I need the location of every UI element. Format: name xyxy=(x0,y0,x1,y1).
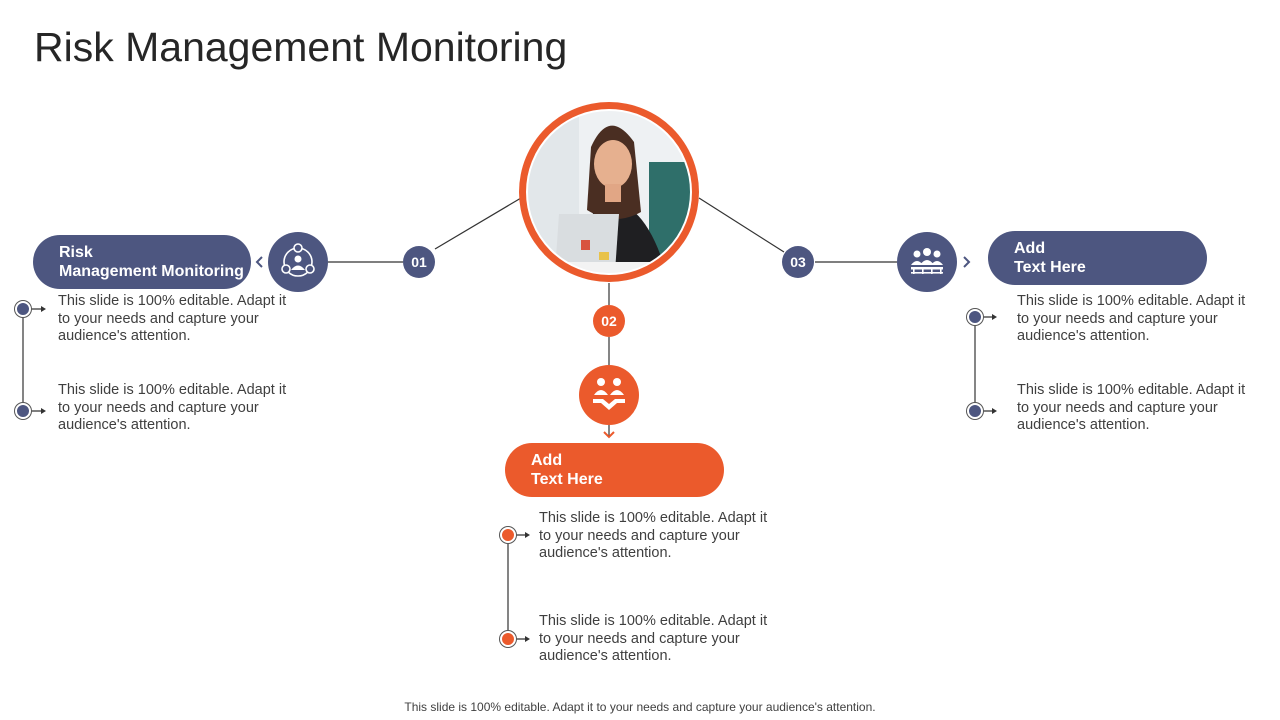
description-text: This slide is 100% editable. Adapt it to… xyxy=(539,613,768,664)
description-text: This slide is 100% editable. Adapt it to… xyxy=(539,510,768,561)
heading-pill-03: Add Text Here xyxy=(988,231,1207,285)
heading-pill-01: Risk Management Monitoring xyxy=(33,235,251,289)
step-number-03: 03 xyxy=(782,246,814,278)
description-text: This slide is 100% editable. Adapt it to… xyxy=(1017,382,1246,433)
bullet-dot xyxy=(500,527,516,543)
description-text: This slide is 100% editable. Adapt it to… xyxy=(58,382,287,433)
center-photo xyxy=(519,102,699,282)
bullet-dot xyxy=(500,631,516,647)
footer-note: This slide is 100% editable. Adapt it to… xyxy=(404,700,876,714)
heading-line: Add xyxy=(1014,240,1046,257)
heading-line: Risk xyxy=(59,244,93,261)
description-text: This slide is 100% editable. Adapt it to… xyxy=(58,293,287,344)
page-title: Risk Management Monitoring xyxy=(34,24,568,70)
bullet-dot xyxy=(967,403,983,419)
heading-line: Management Monitoring xyxy=(59,263,244,280)
description-text: This slide is 100% editable. Adapt it to… xyxy=(1017,293,1246,344)
handshake-team-icon xyxy=(579,365,639,425)
step-number-02: 02 xyxy=(593,305,625,337)
bullet-dot xyxy=(967,309,983,325)
bullet-dot xyxy=(15,301,31,317)
heading-pill-02: Add Text Here xyxy=(505,443,724,497)
heading-line: Text Here xyxy=(531,471,603,488)
team-meeting-icon xyxy=(897,232,957,292)
heading-line: Text Here xyxy=(1014,259,1086,276)
risk-management-cycle-icon xyxy=(268,232,328,292)
step-number-01: 01 xyxy=(403,246,435,278)
heading-line: Add xyxy=(531,452,563,469)
bullet-dot xyxy=(15,403,31,419)
